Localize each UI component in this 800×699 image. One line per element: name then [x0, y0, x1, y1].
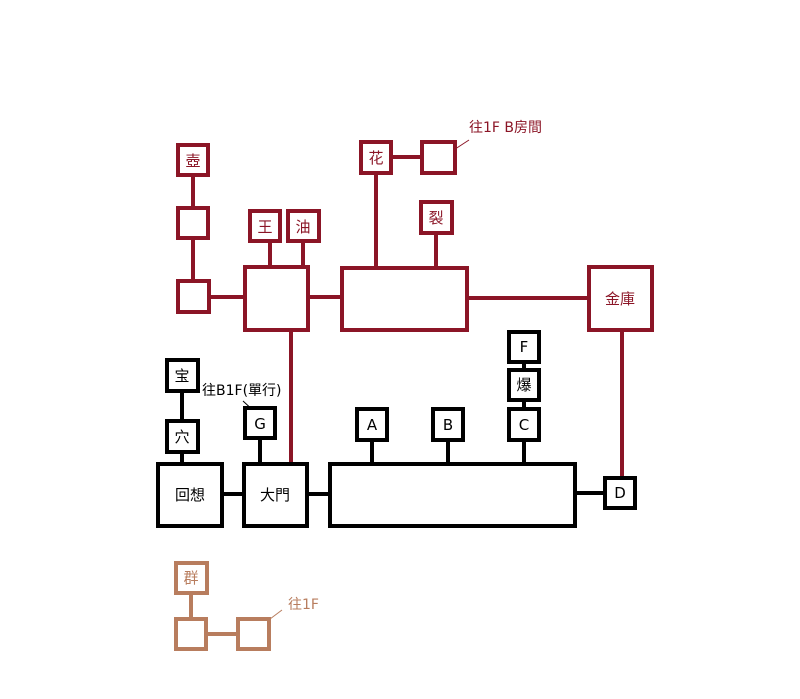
- label-qun: 群: [183, 569, 198, 587]
- room-unnamed-upper-1: [176, 206, 210, 240]
- room-ground-hall: [328, 462, 577, 528]
- label-d: D: [614, 484, 626, 502]
- room-b: [431, 407, 465, 442]
- room-upper-hub: [243, 265, 310, 332]
- label-huixiang: 回想: [175, 486, 205, 504]
- note-to-1f: 往1F: [288, 597, 319, 613]
- room-lie: [419, 200, 454, 235]
- room-g: [243, 406, 277, 440]
- room-c: [507, 407, 541, 442]
- room-bao: [165, 358, 200, 393]
- room-jinku: [587, 265, 654, 332]
- room-d: [603, 476, 637, 510]
- room-hua: [359, 140, 393, 175]
- label-b: B: [443, 416, 453, 434]
- label-bao2: 爆: [516, 376, 531, 394]
- room-xue: [165, 419, 200, 454]
- label-hua: 花: [368, 149, 383, 167]
- upper-floor-connectors: [191, 155, 624, 478]
- lower-floor-rooms: [174, 561, 271, 651]
- label-damen: 大門: [260, 486, 290, 504]
- room-unnamed-upper-2: [176, 279, 211, 314]
- room-damen: [242, 462, 309, 528]
- room-to-1f-b: [420, 140, 457, 175]
- room-you: [286, 209, 321, 243]
- note-to-1f-b-room: 往1F B房間: [469, 120, 542, 136]
- ground-floor-rooms: [156, 330, 637, 528]
- upper-floor-rooms: [176, 140, 654, 332]
- room-hu: [176, 143, 210, 177]
- room-qun: [174, 561, 209, 595]
- room-a: [355, 407, 389, 442]
- label-jinku: 金庫: [605, 290, 635, 308]
- label-f: F: [520, 338, 529, 356]
- room-bao2: [507, 368, 541, 402]
- label-you: 油: [295, 218, 310, 236]
- label-lie: 裂: [428, 209, 443, 227]
- label-c: C: [519, 416, 529, 434]
- label-wang: 王: [257, 218, 272, 236]
- label-a: A: [367, 416, 378, 434]
- label-bao: 宝: [174, 367, 189, 385]
- room-wang: [248, 209, 282, 243]
- label-xue: 穴: [174, 428, 189, 446]
- room-f: [507, 330, 541, 364]
- label-hu: 壺: [185, 152, 200, 170]
- note-to-b1f-oneway: 往B1F(單行): [202, 383, 282, 399]
- lower-floor-connectors: [189, 593, 238, 636]
- notes: 往1F B房間 往B1F(單行) 往1F: [202, 120, 542, 613]
- room-huixiang: [156, 462, 224, 528]
- room-to-1f: [236, 617, 271, 651]
- room-labels: 壺 王 油 花 裂 金庫 宝 穴 G A B F 爆 C 回想 大門 D 群: [174, 149, 635, 587]
- room-upper-hall: [340, 266, 469, 332]
- label-g: G: [254, 415, 266, 433]
- room-unnamed-lower-1: [174, 617, 208, 651]
